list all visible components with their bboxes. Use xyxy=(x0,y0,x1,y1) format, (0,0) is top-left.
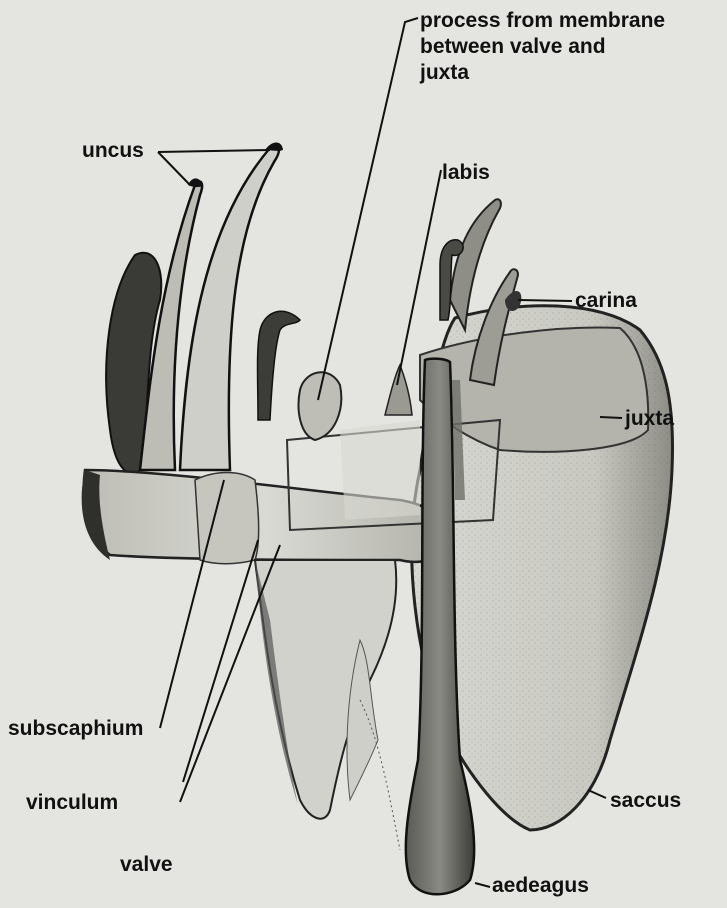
label-subscaphium: subscaphium xyxy=(8,716,143,742)
label-valve: valve xyxy=(120,852,173,878)
process-shape xyxy=(299,372,342,440)
labis-shape xyxy=(385,365,412,415)
label-juxta: juxta xyxy=(625,406,674,432)
label-process-line-1: process from membrane xyxy=(420,8,665,34)
label-vinculum: vinculum xyxy=(26,790,118,816)
subscaphium-shape xyxy=(195,473,259,564)
label-labis: labis xyxy=(442,160,490,186)
label-process-line-3: juxta xyxy=(420,60,665,86)
label-process: process from membrane between valve and … xyxy=(420,8,665,86)
label-saccus: saccus xyxy=(610,788,681,814)
label-carina: carina xyxy=(575,288,637,314)
label-uncus: uncus xyxy=(82,138,144,164)
label-process-line-2: between valve and xyxy=(420,34,665,60)
label-aedeagus: aedeagus xyxy=(492,873,589,899)
